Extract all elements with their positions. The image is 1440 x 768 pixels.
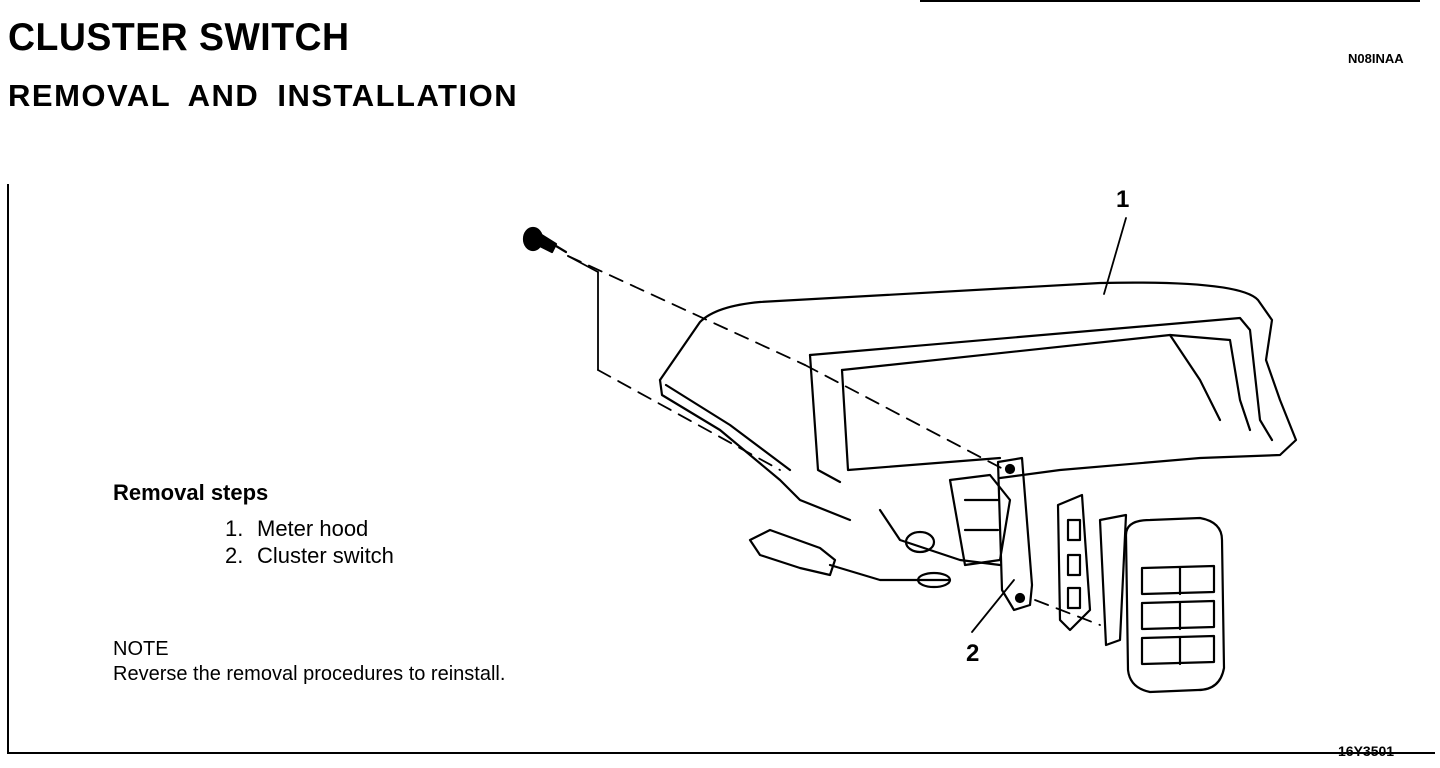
page-title: CLUSTER SWITCH (8, 16, 350, 59)
step-label: Meter hood (257, 516, 369, 541)
note-label: NOTE (113, 638, 169, 660)
callout-2: 2 (966, 640, 980, 667)
frame-left-border (7, 184, 9, 754)
removal-step-2: 2. Cluster switch (225, 542, 394, 569)
document-code: N08INAA (1348, 51, 1404, 66)
callout-1: 1 (1116, 186, 1130, 213)
step-number: 1. (225, 516, 244, 541)
installation-guide-lines (567, 255, 1101, 626)
removal-step-1: 1. Meter hood (225, 515, 394, 542)
cluster-switch (1124, 516, 1226, 694)
step-label: Cluster switch (257, 543, 394, 568)
meter-hood (658, 281, 1298, 589)
screw-icon (522, 226, 568, 254)
note-text: Reverse the removal procedures to reinst… (113, 663, 506, 685)
figure-code: 16Y3501 (1338, 743, 1395, 759)
switch-gasket (1056, 493, 1128, 647)
top-rule (920, 0, 1420, 2)
callout-1-leader (1103, 217, 1127, 295)
removal-steps-list: 1. Meter hood 2. Cluster switch (225, 515, 394, 569)
step-number: 2. (225, 543, 244, 568)
exploded-view-illustration (522, 217, 1298, 694)
page-subtitle: REMOVAL AND INSTALLATION (8, 78, 519, 113)
switch-bracket (996, 456, 1034, 612)
callout-2-leader (971, 579, 1015, 633)
removal-steps-heading: Removal steps (113, 480, 269, 505)
frame-bottom-border (7, 752, 1435, 754)
